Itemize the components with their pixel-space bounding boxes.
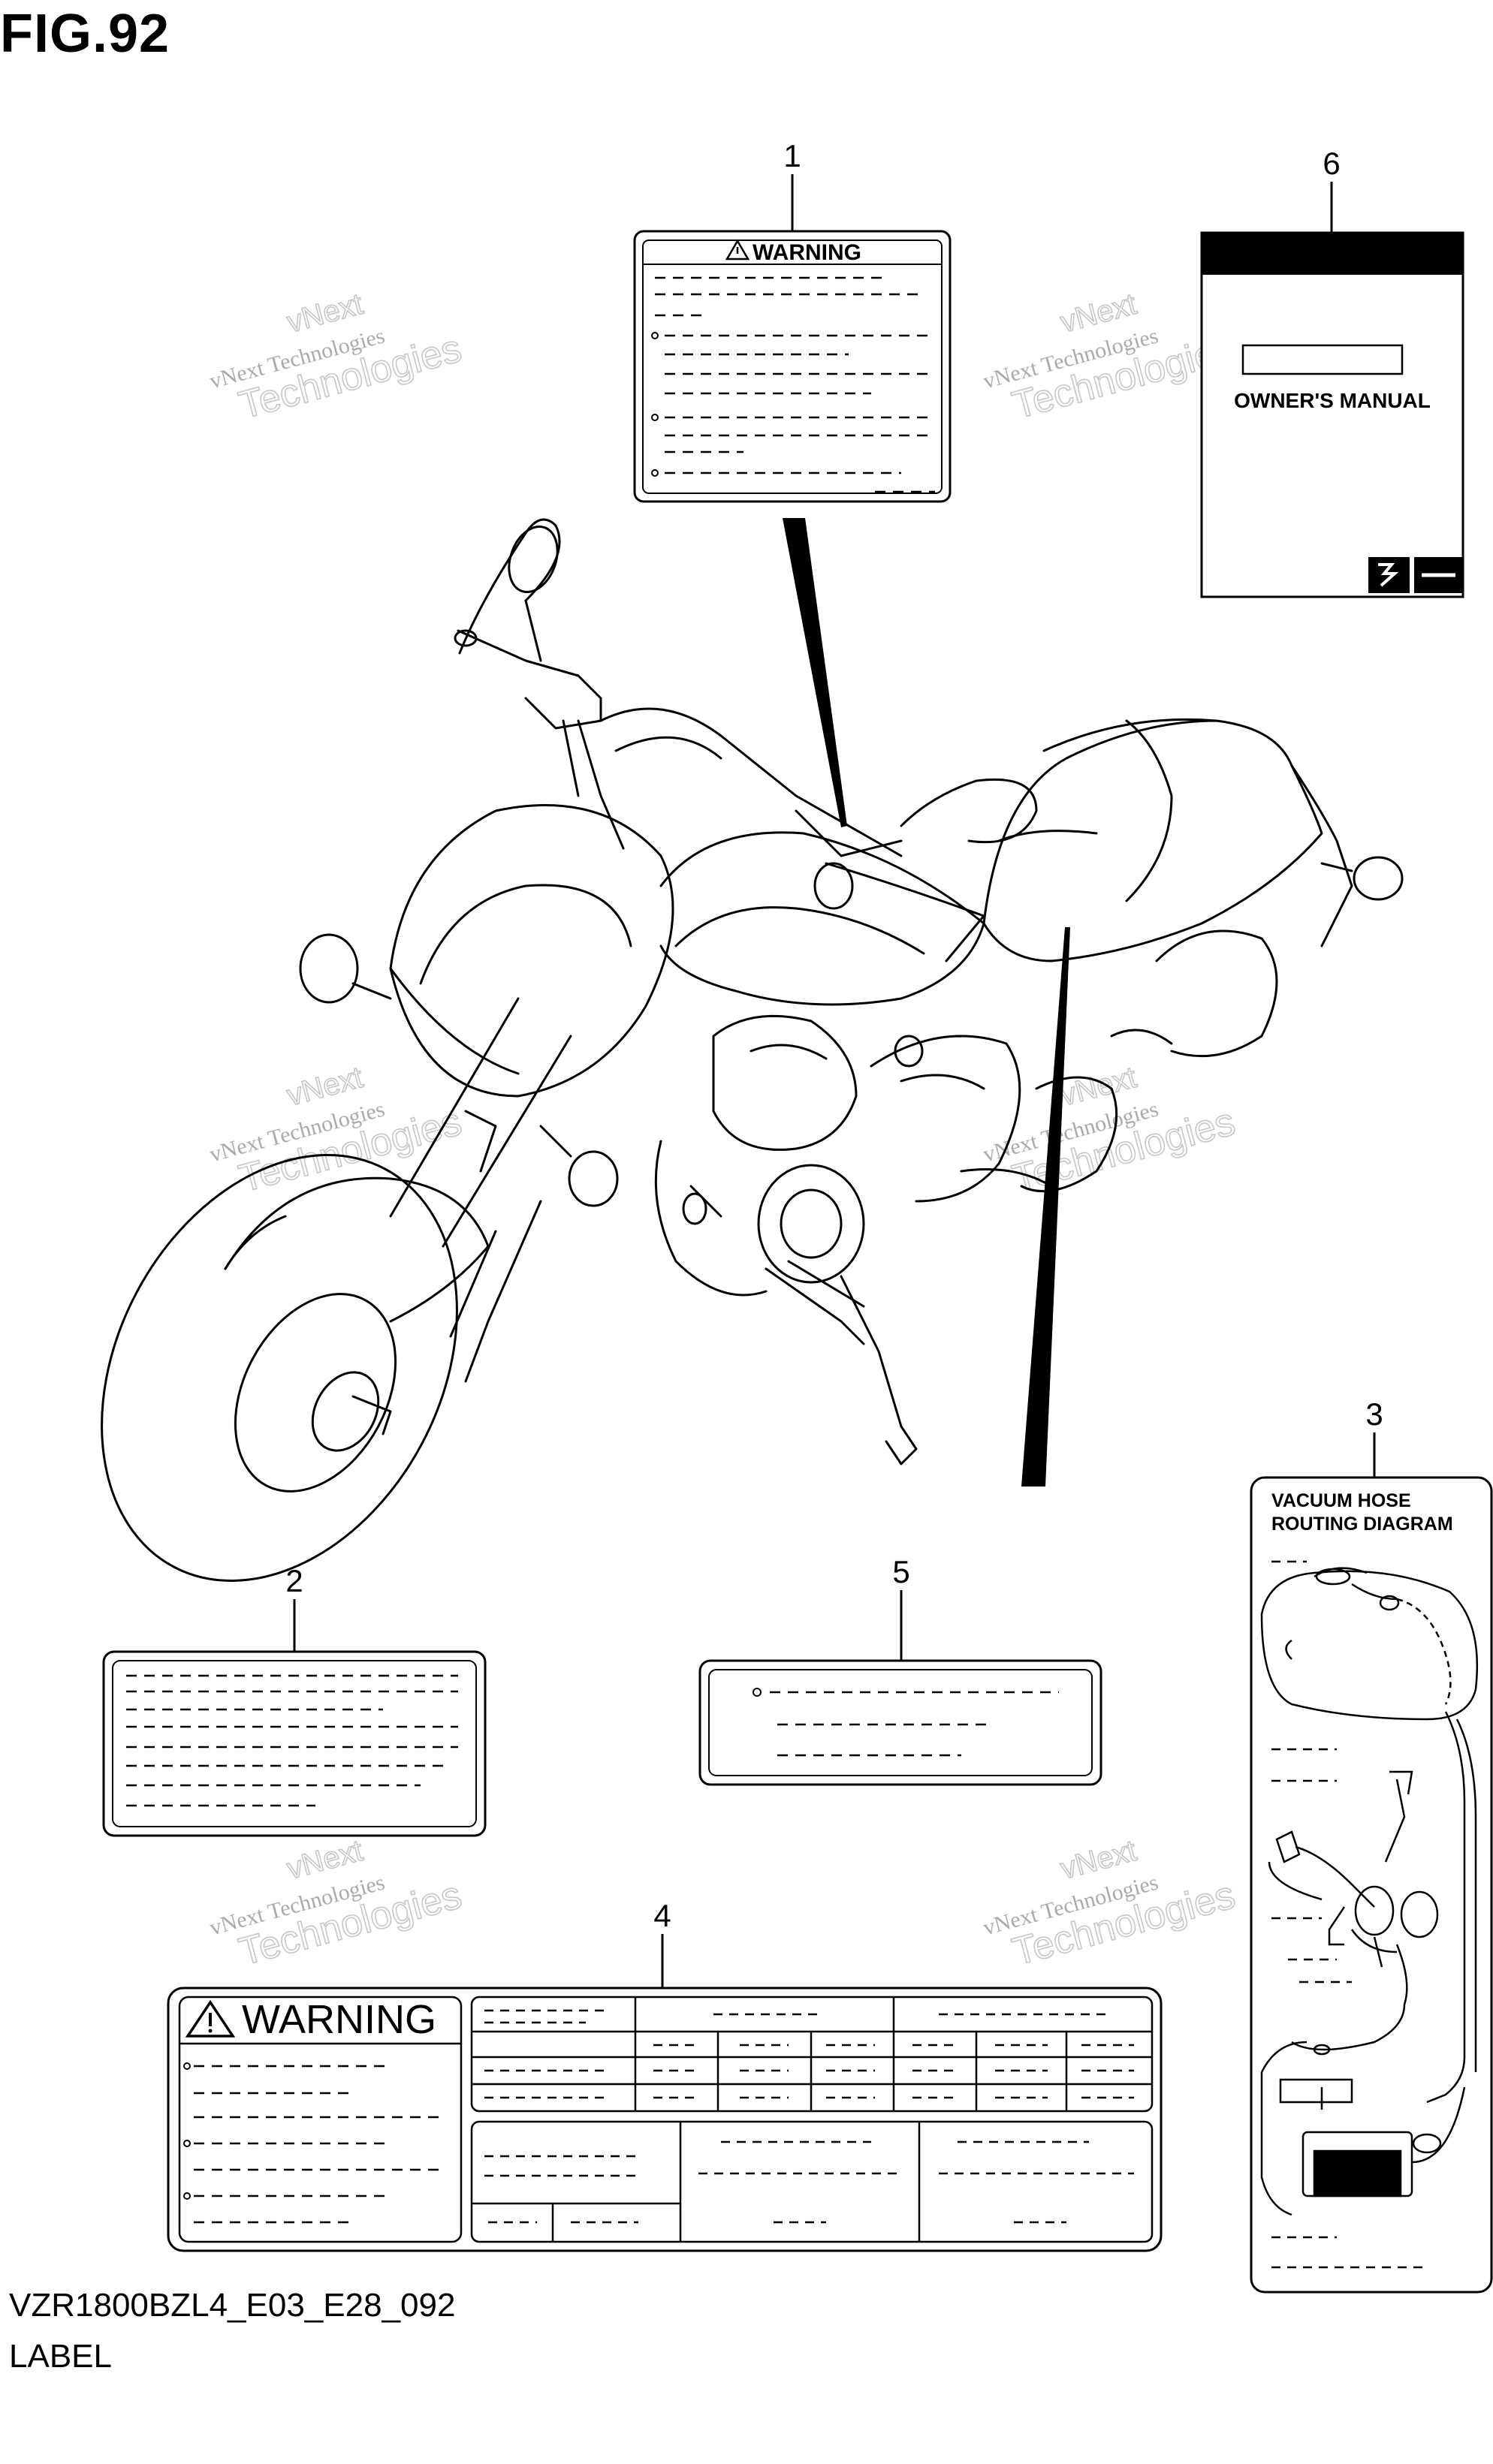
figure-name: LABEL	[9, 2338, 112, 2375]
callouts: 1 2 3 4 5 6	[285, 138, 1383, 1988]
label-4-warning-table[interactable]: WARNING	[167, 1987, 1163, 2252]
label-3-vacuum-hose[interactable]: VACUUM HOSE ROUTING DIAGRAM	[1250, 1476, 1493, 2294]
callout-3[interactable]: 3	[1365, 1396, 1383, 1432]
label-4-upper-table	[470, 1996, 1154, 2113]
vacuum-title-line2: ROUTING DIAGRAM	[1271, 1514, 1453, 1535]
vacuum-text-lines	[1271, 1560, 1427, 2269]
label-5[interactable]	[698, 1659, 1102, 1786]
label-4-upper-table-cells	[484, 2009, 1134, 2099]
vacuum-routing-drawing	[1260, 1567, 1479, 2216]
vacuum-title-line1: VACUUM HOSE	[1271, 1490, 1411, 1511]
label-4-warning-text-lines	[194, 2065, 443, 2224]
label-2-text-lines	[126, 1674, 458, 1807]
warning-triangle-icon	[185, 1999, 236, 2038]
callout-2[interactable]: 2	[285, 1563, 303, 1598]
label-1-warning[interactable]: WARNING	[633, 230, 952, 503]
callout-4[interactable]: 4	[653, 1898, 671, 1933]
label-2[interactable]	[102, 1650, 487, 1837]
callout-6[interactable]: 6	[1323, 146, 1340, 181]
motorcycle-illustration	[101, 518, 1404, 1582]
figure-code: VZR1800BZL4_E03_E28_092	[9, 2287, 456, 2324]
owners-manual-title: OWNER'S MANUAL	[1234, 389, 1431, 412]
label-4-lower-table-cells	[484, 2140, 1134, 2224]
callout-5[interactable]: 5	[892, 1554, 909, 1589]
suzuki-logo-icon	[1368, 557, 1410, 593]
callout-1[interactable]: 1	[783, 138, 801, 173]
label-4-lower-table	[470, 2120, 1154, 2243]
label-1-text-lines	[655, 276, 935, 493]
label-5-text-lines	[770, 1691, 1059, 1757]
label-1-title: WARNING	[753, 240, 861, 265]
label-6-owners-manual[interactable]: OWNER'S MANUAL	[1200, 231, 1464, 598]
warning-triangle-icon	[725, 239, 750, 261]
label-4-title: WARNING	[242, 1997, 436, 2042]
pointer-wedges	[783, 518, 1070, 1487]
figure-title: FIG.92	[0, 4, 170, 64]
